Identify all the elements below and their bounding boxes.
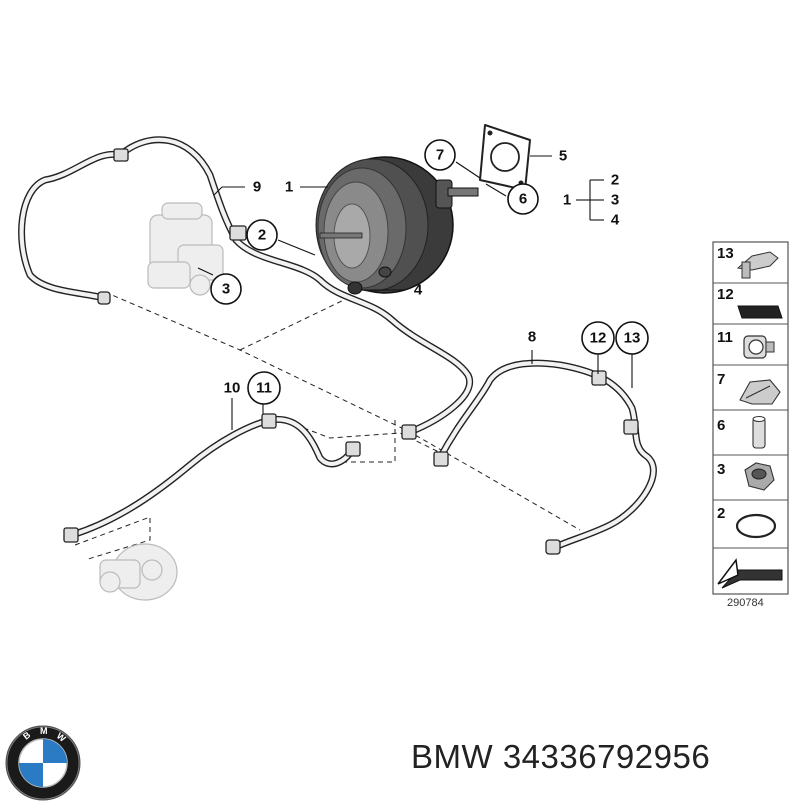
foam-pad-icon (737, 305, 783, 319)
svg-text:11: 11 (256, 380, 272, 397)
svg-text:2: 2 (611, 172, 619, 189)
callout-1-kit-group: 1 2 3 4 (563, 172, 620, 229)
callout-11-clip: 11 (247, 371, 281, 405)
svg-text:7: 7 (717, 371, 725, 388)
vacuum-pump-ghost (99, 543, 178, 601)
hose-booster-to-valve (232, 236, 474, 436)
bracket-clip-icon (736, 251, 779, 279)
callout-10-hose: 10 (224, 380, 241, 397)
master-cylinder-ghost (147, 202, 224, 296)
svg-text:2: 2 (258, 227, 266, 244)
callout-7-clip: 7 (424, 139, 456, 171)
callout-3-nut: 3 (210, 273, 242, 305)
svg-text:3: 3 (717, 461, 725, 478)
svg-text:8: 8 (528, 329, 536, 346)
hose-clip-icon (743, 335, 775, 359)
svg-text:6: 6 (519, 191, 527, 208)
legend-item-11: 11 (717, 329, 775, 359)
hex-nut-icon (744, 462, 775, 491)
callout-12-pad: 12 (581, 321, 615, 355)
legend-item-3: 3 (717, 461, 775, 491)
leader-lines (197, 155, 633, 430)
svg-text:M: M (40, 726, 48, 736)
svg-text:6: 6 (717, 417, 725, 434)
svg-text:9: 9 (253, 179, 261, 196)
svg-text:13: 13 (717, 245, 734, 262)
gasket-plate (479, 124, 531, 191)
hose-left-loop (18, 136, 240, 302)
callout-8-hose: 8 (528, 329, 536, 346)
o-ring-icon (735, 513, 777, 539)
callout-6-pin: 6 (507, 183, 539, 215)
legend-item-7: 7 (717, 371, 781, 405)
svg-text:3: 3 (611, 192, 619, 209)
svg-text:3: 3 (222, 281, 230, 298)
svg-text:290784: 290784 (727, 597, 764, 609)
hose-8-right-loop (436, 359, 657, 552)
pin-icon (752, 416, 766, 449)
callout-4-grommet: 4 (414, 282, 423, 299)
callout-13-bracket: 13 (615, 321, 649, 355)
svg-text:12: 12 (590, 330, 607, 347)
callout-9-hose: 9 (253, 179, 261, 196)
svg-text:4: 4 (414, 282, 423, 299)
legend-item-6: 6 (717, 416, 766, 449)
svg-text:2: 2 (717, 505, 725, 522)
spring-clip-icon (739, 379, 781, 405)
svg-text:B: B (21, 729, 33, 741)
legend-item-2: 2 (717, 505, 777, 539)
hose-10-pump-line (68, 415, 356, 539)
svg-text:1: 1 (285, 179, 293, 196)
svg-text:13: 13 (624, 330, 641, 347)
svg-text:10: 10 (224, 380, 241, 397)
legend-arrow-graphic (717, 558, 783, 589)
brake-booster (315, 156, 479, 295)
svg-text:7: 7 (436, 147, 444, 164)
brand-part-number: BMW 34336792956 (411, 738, 711, 775)
legend-item-12: 12 (717, 286, 783, 319)
svg-text:12: 12 (717, 286, 734, 303)
svg-text:4: 4 (611, 212, 620, 229)
dashed-reference-lines (74, 291, 581, 561)
callout-5-gasket: 5 (559, 148, 567, 165)
bmw-roundel-icon: B M W (5, 725, 81, 801)
legend-item-13: 13 (717, 245, 779, 279)
hose-connectors (63, 148, 639, 555)
svg-text:11: 11 (717, 329, 733, 346)
parts-legend: 13 12 11 7 (712, 241, 789, 609)
svg-text:1: 1 (563, 192, 571, 209)
callout-1-booster: 1 (285, 179, 293, 196)
callout-2-o-ring: 2 (246, 219, 278, 251)
svg-text:5: 5 (559, 148, 567, 165)
